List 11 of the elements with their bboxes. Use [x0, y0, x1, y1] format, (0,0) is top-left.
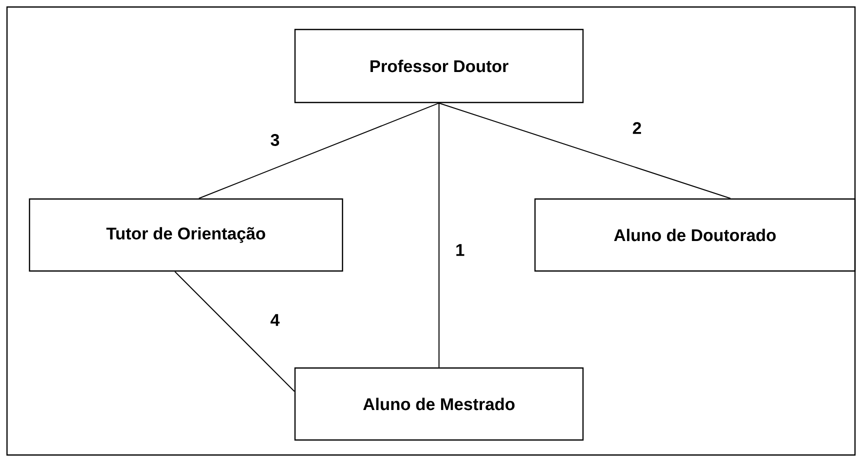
box: Aluno de Doutorado — [534, 198, 856, 272]
box: Tutor de Orientação — [28, 198, 344, 272]
box: Professor Doutor — [294, 28, 584, 104]
connector — [174, 271, 295, 392]
box: Aluno de Mestrado — [294, 367, 584, 441]
edge-label: 4 — [268, 312, 282, 328]
connector — [438, 102, 731, 199]
connector — [438, 102, 440, 368]
edge-label: 2 — [630, 120, 644, 136]
edge-label: 1 — [454, 242, 466, 258]
connector — [198, 102, 440, 199]
